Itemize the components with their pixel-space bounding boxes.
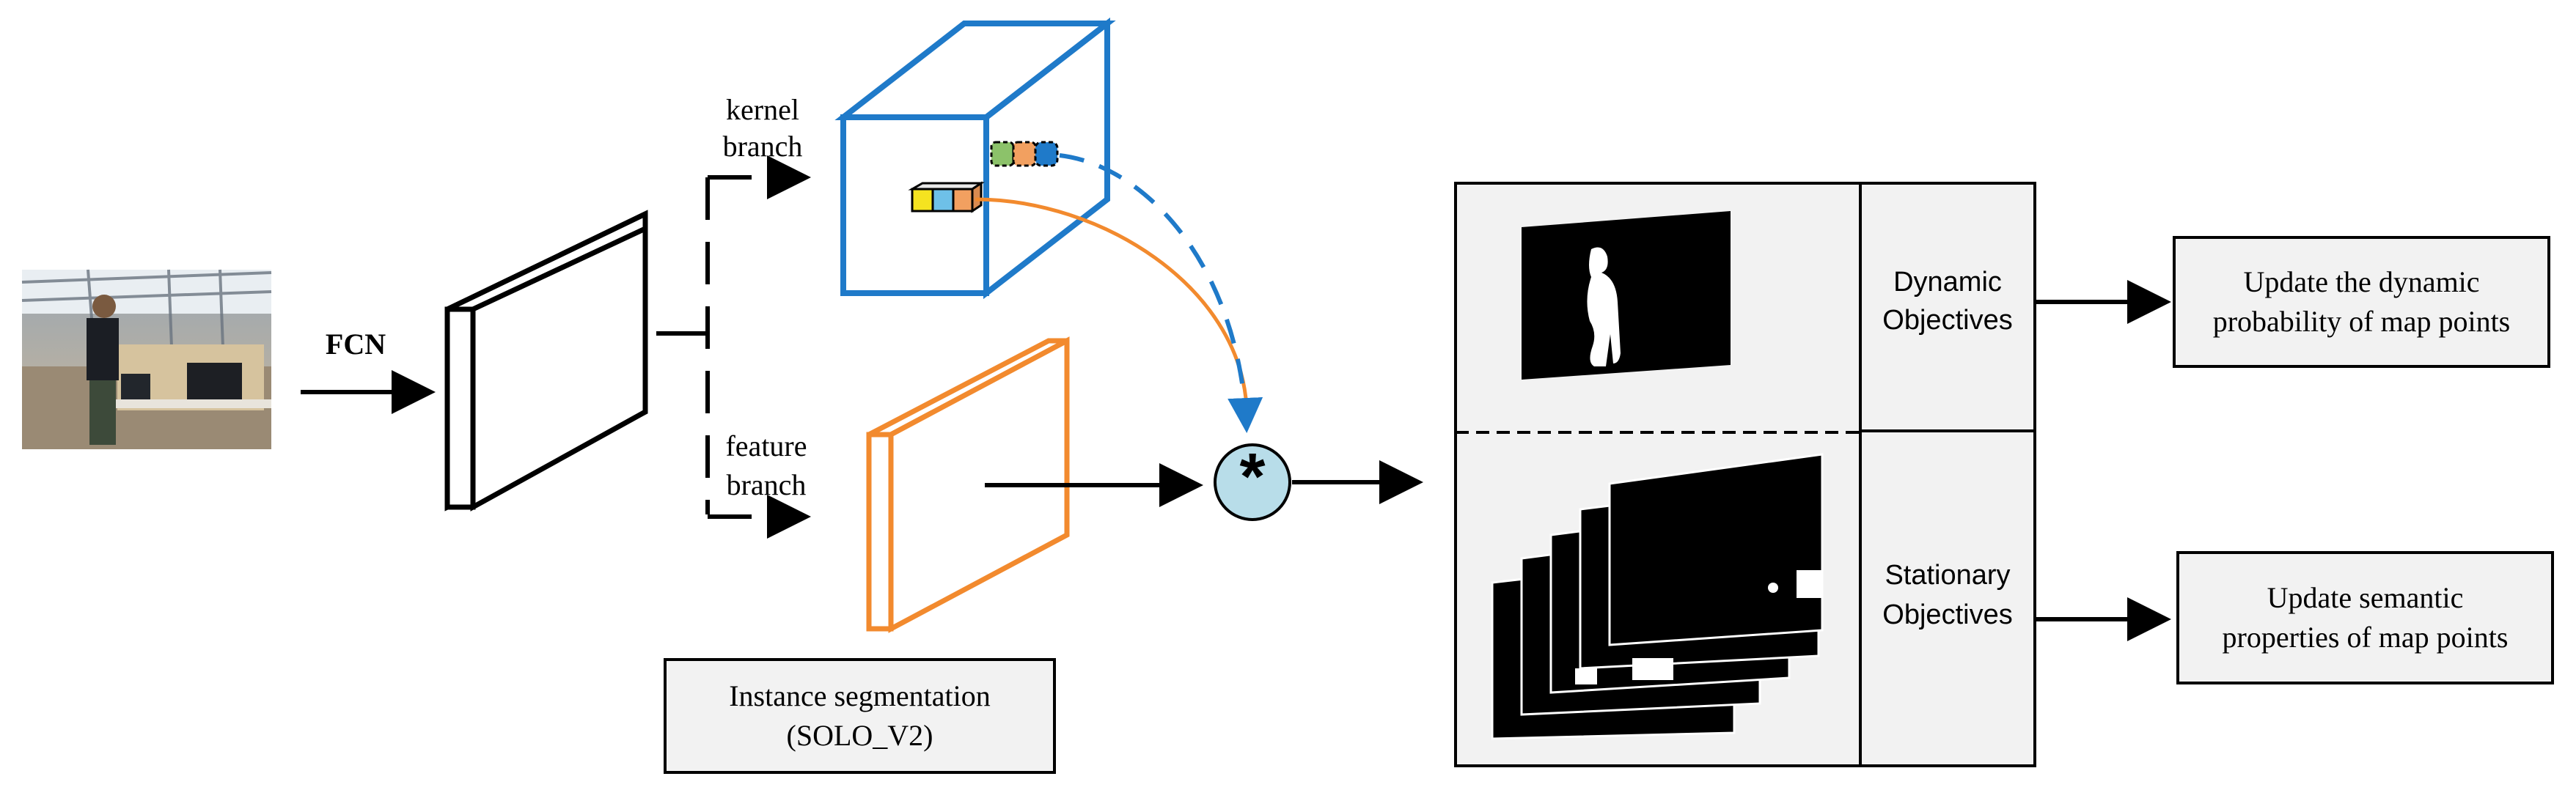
fcn-label: FCN: [325, 328, 386, 361]
branch-connector: [656, 155, 811, 539]
dynamic-objectives-line2: Objectives: [1882, 305, 2013, 336]
input-image: [21, 269, 272, 449]
kernel-cells: [908, 181, 985, 213]
update-semantic-line1: Update semantic: [2267, 581, 2464, 614]
stationary-masks: [1491, 453, 1824, 740]
kernel-branch-label-2: branch: [722, 130, 803, 163]
dynamic-objectives-line1: Dynamic: [1893, 267, 2002, 298]
kernel-cube: [834, 17, 1116, 300]
dynamic-mask: [1522, 211, 1731, 380]
feature-slab: [866, 336, 1070, 633]
fcn-feature-map: [444, 210, 648, 512]
conv-circle: [1214, 443, 1291, 521]
update-dynamic-line2: probability of map points: [2212, 305, 2511, 338]
orange-curve: [975, 197, 1249, 407]
kernel-branch-label-1: kernel: [726, 93, 799, 126]
instance-segmentation-line2: (SOLO_V2): [786, 719, 933, 752]
update-semantic-line2: properties of map points: [2222, 621, 2509, 654]
update-dynamic-box: Update the dynamic probability of map po…: [2173, 236, 2550, 368]
instance-segmentation-line1: Instance segmentation: [729, 679, 991, 712]
instance-segmentation-box: Instance segmentation (SOLO_V2): [664, 658, 1056, 774]
stationary-objectives-line1: Stationary: [1885, 560, 2011, 591]
kernel-cells-back: [990, 141, 1059, 167]
update-semantic-box: Update semantic properties of map points: [2176, 551, 2554, 684]
conv-symbol: *: [1239, 440, 1266, 514]
update-dynamic-line1: Update the dynamic: [2243, 265, 2480, 298]
stationary-objectives-line2: Objectives: [1882, 599, 2013, 630]
blue-dashed-curve: [1059, 153, 1263, 433]
feature-branch-label-2: branch: [726, 468, 807, 501]
feature-branch-label-1: feature: [725, 429, 807, 462]
